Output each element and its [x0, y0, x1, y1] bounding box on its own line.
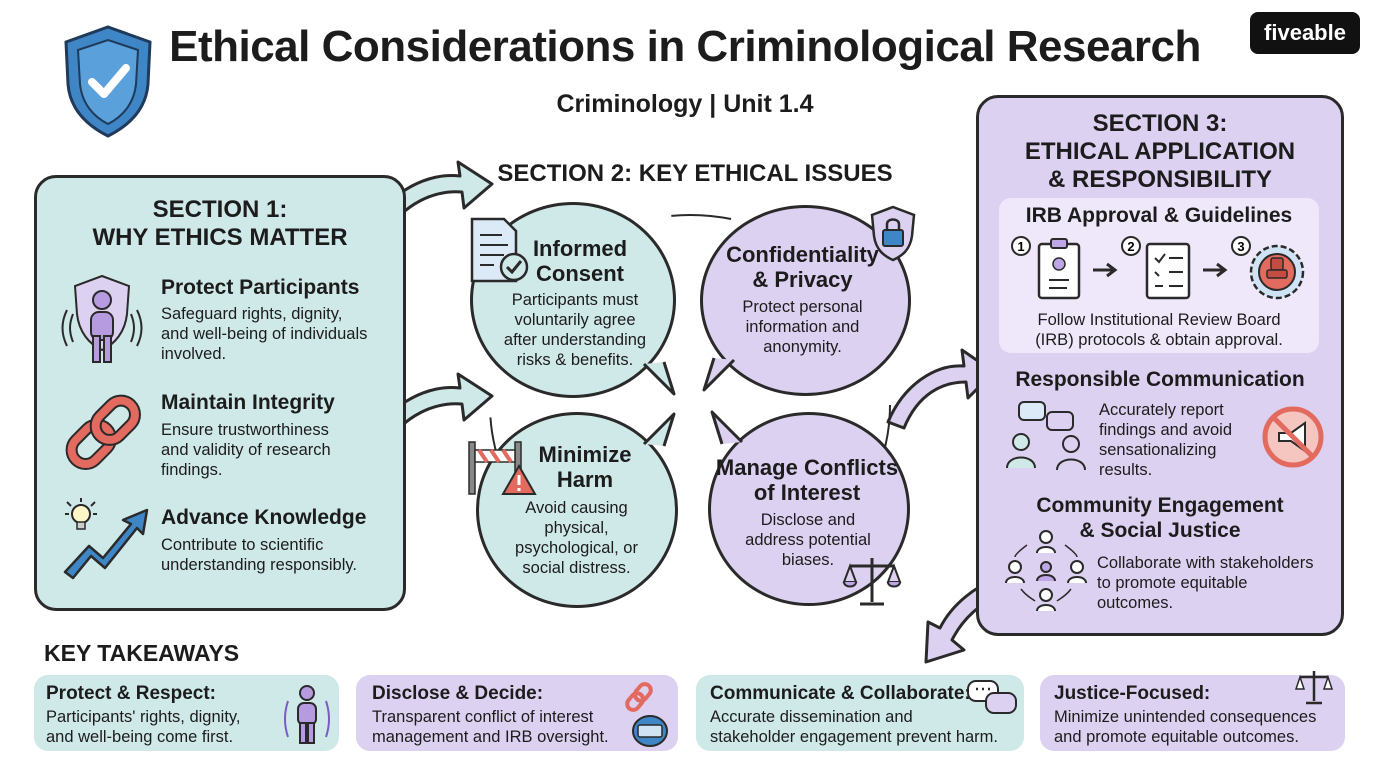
document-check-icon: [470, 217, 529, 283]
section-1-panel: SECTION 1: WHY ETHICS MATTER Protect Par…: [34, 175, 406, 611]
minimize-harm-text: Avoid causing physical, psychological, o…: [515, 499, 638, 577]
svg-text:2: 2: [1127, 239, 1134, 254]
bubble-tail: [702, 357, 736, 392]
lightbulb-growth-icon: [63, 498, 149, 580]
informed-consent-bubble: [470, 202, 676, 398]
shield-check-icon: [64, 25, 152, 138]
people-chat-icon: [1006, 401, 1086, 471]
person-icon: [284, 685, 330, 744]
conflicts-text: Disclose and address potential biases.: [745, 511, 871, 569]
protect-participants-text: Safeguard rights, dignity, and well-bein…: [161, 305, 368, 363]
scales-icon: [842, 558, 902, 606]
no-megaphone-icon: [1262, 406, 1324, 468]
connector-ring: [489, 214, 891, 596]
takeaway-card-disclose: Disclose & Decide: Transparent conflict …: [356, 675, 678, 751]
maintain-integrity-title: Maintain Integrity: [161, 391, 335, 414]
irb-title: IRB Approval & Guidelines: [1025, 204, 1293, 227]
protect-participants-title: Protect Participants: [161, 276, 360, 299]
community-text: Collaborate with stakeholders to promote…: [1097, 554, 1314, 612]
confidentiality-text: Protect personal information and anonymi…: [742, 298, 863, 356]
minimize-harm-bubble: [476, 412, 678, 608]
advance-knowledge-title: Advance Knowledge: [161, 506, 367, 529]
communication-text: Accurately report findings and avoid sen…: [1099, 401, 1233, 479]
chain-link-icon: [625, 682, 653, 712]
community-network-icon: [1005, 530, 1087, 612]
svg-text:3: 3: [1237, 239, 1244, 254]
key-takeaways-heading: KEY TAKEAWAYS: [44, 640, 240, 666]
communication-title: Responsible Communication: [1015, 368, 1305, 391]
community-title: Community Engagement & Social Justice: [1036, 494, 1284, 542]
conflicts-bubble: [708, 412, 910, 606]
stamp-icon: [632, 715, 668, 747]
irb-text: Follow Institutional Review Board (IRB) …: [1035, 311, 1283, 349]
section-3-panel: SECTION 3: ETHICAL APPLICATION & RESPONS…: [976, 95, 1344, 636]
padlock-shield-icon: [870, 205, 916, 262]
fiveable-logo[interactable]: fiveable: [1250, 12, 1360, 54]
bubble-tail: [642, 361, 676, 396]
minimize-harm-title: Minimize Harm: [538, 442, 632, 492]
advance-knowledge-text: Contribute to scientific understanding r…: [161, 536, 357, 574]
takeaway-card-protect: Protect & Respect: Participants' rights,…: [34, 675, 339, 751]
bubble-tail: [642, 412, 676, 447]
section-1-title: SECTION 1: WHY ETHICS MATTER: [92, 196, 348, 251]
page-subtitle: Criminology | Unit 1.4: [556, 90, 814, 118]
chat-bubbles-icon: [967, 680, 1017, 714]
conflicts-title: Manage Conflicts of Interest: [715, 455, 899, 505]
section-3-title: SECTION 3: ETHICAL APPLICATION & RESPONS…: [1024, 110, 1296, 193]
takeaway-card-justice: Justice-Focused: Minimize unintended con…: [1040, 671, 1345, 751]
chain-link-icon: [65, 394, 141, 470]
bubble-tail: [710, 410, 744, 445]
svg-text:1: 1: [1017, 239, 1024, 254]
person-shield-icon: [61, 274, 143, 363]
barrier-warning-icon: [468, 441, 537, 495]
informed-consent-text: Participants must voluntarily agree afte…: [503, 291, 647, 369]
scales-icon: [1294, 671, 1334, 705]
maintain-integrity-text: Ensure trustworthiness and validity of r…: [161, 421, 331, 479]
page-title: Ethical Considerations in Criminological…: [169, 22, 1201, 71]
informed-consent-title: Informed Consent: [532, 236, 628, 286]
confidentiality-title: Confidentiality & Privacy: [726, 242, 879, 292]
takeaway-card-communicate: Communicate & Collaborate: Accurate diss…: [696, 675, 1024, 751]
irb-steps-icon: 1 2 3: [1011, 236, 1305, 300]
section-2-title: SECTION 2: KEY ETHICAL ISSUES: [497, 160, 893, 187]
